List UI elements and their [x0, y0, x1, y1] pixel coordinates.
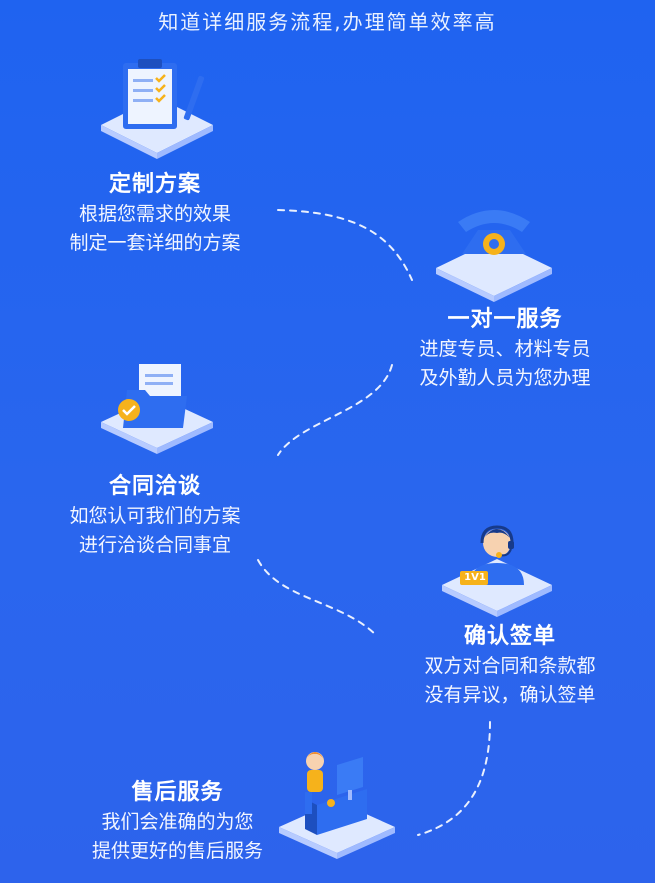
- step-title: 确认签单: [463, 624, 556, 649]
- step-title: 合同洽谈: [108, 474, 201, 499]
- checklist-icon: [95, 55, 220, 165]
- headset-agent-icon: [440, 515, 555, 620]
- one-on-one-badge: 1V1: [464, 572, 486, 583]
- step-title: 定制方案: [108, 172, 201, 197]
- step-desc-line2: 进行洽谈合同事宜: [78, 534, 231, 556]
- step-one-on-one: 一对一服务 进度专员、材料专员 及外勤人员为您办理: [385, 305, 625, 393]
- step-contract-negotiation: 合同洽谈 如您认可我们的方案 进行洽谈合同事宜: [40, 472, 270, 560]
- step-desc-line2: 制定一套详细的方案: [69, 232, 241, 254]
- step-desc-line1: 进度专员、材料专员: [419, 338, 591, 360]
- page-header: 知道详细服务流程,办理简单效率高: [158, 10, 497, 34]
- support-desk-icon: [275, 745, 400, 860]
- step-desc-line2: 提供更好的售后服务: [91, 840, 263, 862]
- telephone-icon: [432, 200, 557, 305]
- step-after-sales: 售后服务 我们会准确的为您 提供更好的售后服务: [60, 778, 295, 866]
- step-desc-line1: 如您认可我们的方案: [69, 505, 241, 527]
- step-desc-line1: 根据您需求的效果: [78, 203, 231, 225]
- folder-check-icon: [95, 360, 220, 460]
- step-confirm-signing: 确认签单 双方对合同和条款都 没有异议，确认签单: [395, 622, 625, 710]
- step-custom-plan: 定制方案 根据您需求的效果 制定一套详细的方案: [40, 170, 270, 258]
- step-desc-line2: 没有异议，确认签单: [424, 684, 596, 706]
- step-title: 一对一服务: [447, 307, 563, 332]
- step-desc-line2: 及外勤人员为您办理: [419, 367, 591, 389]
- step-desc-line1: 我们会准确的为您: [101, 811, 254, 833]
- step-title: 售后服务: [131, 780, 224, 805]
- step-desc-line1: 双方对合同和条款都: [424, 655, 596, 677]
